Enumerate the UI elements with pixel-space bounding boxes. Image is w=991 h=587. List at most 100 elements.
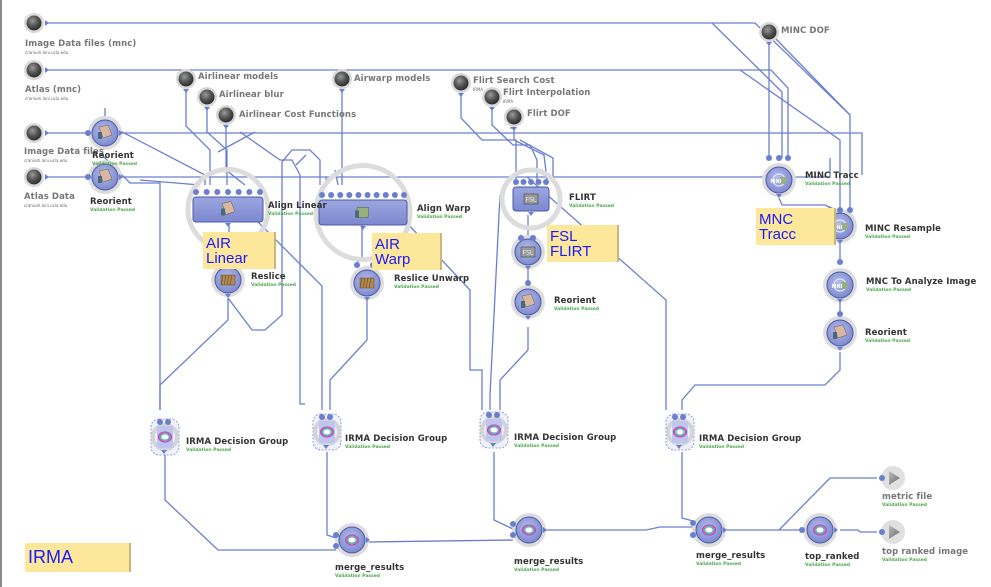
output-port[interactable] bbox=[490, 443, 496, 447]
input-port[interactable] bbox=[879, 475, 885, 481]
input-port[interactable] bbox=[355, 192, 362, 198]
module-reorient-minc[interactable] bbox=[823, 311, 857, 351]
output-port[interactable] bbox=[525, 266, 531, 270]
module-irma-decision-3[interactable] bbox=[479, 411, 509, 449]
output-port[interactable] bbox=[161, 450, 167, 454]
output-port[interactable] bbox=[223, 125, 229, 129]
module-irma-decision-2[interactable] bbox=[312, 413, 342, 451]
input-port[interactable] bbox=[520, 179, 527, 185]
output-port[interactable] bbox=[225, 294, 231, 298]
output-port[interactable] bbox=[360, 226, 366, 230]
input-port[interactable] bbox=[799, 527, 805, 533]
input-port[interactable] bbox=[530, 235, 536, 241]
input-port[interactable] bbox=[382, 192, 389, 198]
output-port[interactable] bbox=[45, 67, 49, 73]
module-irma-decision-1[interactable] bbox=[150, 418, 180, 456]
input-port[interactable] bbox=[85, 130, 91, 136]
output-port[interactable] bbox=[776, 194, 782, 198]
output-port[interactable] bbox=[366, 537, 370, 543]
output-port[interactable] bbox=[834, 527, 838, 533]
input-port[interactable] bbox=[525, 280, 531, 286]
input-port[interactable] bbox=[535, 179, 542, 185]
input-port[interactable] bbox=[354, 262, 360, 268]
output-port[interactable] bbox=[45, 130, 49, 136]
input-port[interactable] bbox=[257, 189, 263, 195]
output-port[interactable] bbox=[511, 127, 517, 131]
output-port[interactable] bbox=[183, 89, 189, 93]
input-port[interactable] bbox=[225, 189, 231, 195]
input-image-data-files[interactable] bbox=[24, 123, 49, 143]
input-port[interactable] bbox=[847, 207, 853, 213]
param-flirt-interpolation[interactable] bbox=[482, 87, 502, 111]
input-port[interactable] bbox=[391, 192, 398, 198]
output-port[interactable] bbox=[45, 174, 49, 180]
module-mnc-to-analyze[interactable]: MNI bbox=[823, 259, 857, 303]
input-port[interactable] bbox=[486, 412, 492, 418]
param-airwarp-models[interactable] bbox=[332, 69, 352, 93]
input-atlas-data[interactable] bbox=[24, 167, 49, 187]
output-port[interactable] bbox=[528, 212, 534, 216]
output-port[interactable] bbox=[45, 20, 49, 26]
module-merge-results-2[interactable] bbox=[510, 513, 547, 547]
input-port[interactable] bbox=[328, 192, 335, 198]
output-port[interactable] bbox=[525, 316, 531, 320]
output-metric-file[interactable] bbox=[879, 466, 905, 490]
param-airlinear-blur[interactable] bbox=[197, 87, 217, 111]
note-fsl-flirt[interactable]: FSL FLIRT bbox=[547, 225, 619, 262]
input-port[interactable] bbox=[235, 189, 242, 195]
input-port[interactable] bbox=[333, 543, 339, 549]
input-port[interactable] bbox=[165, 419, 171, 425]
input-port[interactable] bbox=[319, 414, 325, 420]
module-fslchfiletype[interactable]: FSL bbox=[511, 235, 545, 270]
output-port[interactable] bbox=[119, 130, 123, 136]
input-port[interactable] bbox=[494, 412, 500, 418]
input-port[interactable] bbox=[85, 174, 91, 180]
output-port[interactable] bbox=[837, 347, 843, 351]
input-port[interactable] bbox=[672, 414, 678, 420]
input-atlas-mnc[interactable] bbox=[24, 60, 49, 80]
input-port[interactable] bbox=[879, 529, 885, 535]
input-image-data-files-mnc[interactable] bbox=[24, 13, 49, 33]
param-minc-dof[interactable] bbox=[759, 22, 779, 46]
output-port[interactable] bbox=[837, 299, 843, 303]
module-align-linear[interactable] bbox=[185, 167, 271, 252]
note-irma[interactable]: IRMA bbox=[25, 543, 131, 572]
output-port[interactable] bbox=[766, 42, 772, 46]
module-irma-decision-4[interactable] bbox=[665, 413, 695, 451]
output-port[interactable] bbox=[119, 174, 123, 180]
input-port[interactable] bbox=[837, 207, 843, 213]
input-port[interactable] bbox=[157, 419, 163, 425]
module-minc-tracc[interactable]: MNI bbox=[762, 155, 796, 198]
input-port[interactable] bbox=[776, 155, 782, 161]
input-port[interactable] bbox=[214, 189, 221, 195]
input-port[interactable] bbox=[680, 414, 686, 420]
output-port[interactable] bbox=[225, 223, 231, 227]
output-port[interactable] bbox=[458, 93, 464, 97]
param-airlinear-models[interactable] bbox=[176, 69, 196, 93]
input-port[interactable] bbox=[690, 532, 696, 538]
input-port[interactable] bbox=[837, 311, 843, 317]
input-port[interactable] bbox=[246, 189, 253, 195]
input-port[interactable] bbox=[528, 179, 534, 185]
output-port[interactable] bbox=[339, 89, 345, 93]
output-port[interactable] bbox=[489, 107, 495, 111]
module-align-warp[interactable] bbox=[313, 163, 413, 262]
module-reorient-1[interactable] bbox=[85, 116, 123, 150]
input-port[interactable] bbox=[518, 235, 524, 241]
input-port[interactable] bbox=[373, 192, 380, 198]
output-port[interactable] bbox=[204, 107, 210, 111]
note-air-linear[interactable]: AIR Linear bbox=[203, 232, 276, 269]
output-port[interactable] bbox=[676, 445, 682, 449]
input-port[interactable] bbox=[785, 155, 791, 161]
module-flirt[interactable]: FSL bbox=[499, 167, 563, 231]
output-port[interactable] bbox=[364, 297, 370, 301]
module-top-ranked[interactable] bbox=[799, 513, 838, 547]
module-reorient-fsl[interactable] bbox=[511, 280, 545, 320]
input-port[interactable] bbox=[337, 192, 344, 198]
input-port[interactable] bbox=[513, 179, 519, 185]
output-port[interactable] bbox=[323, 445, 329, 449]
input-port[interactable] bbox=[543, 179, 549, 185]
output-port[interactable] bbox=[543, 527, 547, 533]
input-port[interactable] bbox=[193, 189, 199, 195]
input-port[interactable] bbox=[690, 520, 696, 526]
